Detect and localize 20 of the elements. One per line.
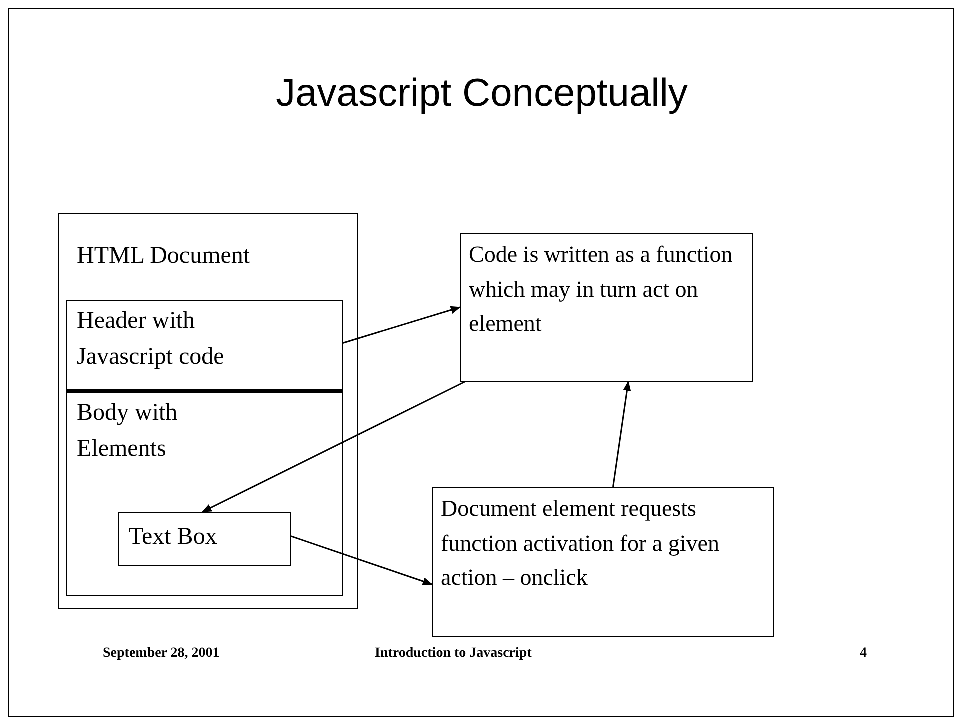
- arrow: [612, 381, 632, 488]
- node-text: HTML Document: [77, 242, 252, 271]
- text-box: [58, 213, 358, 609]
- footer-text: Introduction to Javascript: [375, 646, 532, 662]
- footer-text: 4: [860, 646, 867, 662]
- arrow: [290, 536, 433, 586]
- text-box: [460, 233, 753, 382]
- footer-text: September 28, 2001: [103, 646, 220, 662]
- node-text: Text Box: [129, 523, 218, 552]
- text-box: [432, 487, 774, 637]
- text-box: [118, 512, 291, 566]
- arrow: [342, 306, 461, 344]
- text-box: [66, 392, 343, 596]
- text-box: [66, 300, 343, 392]
- node-text: Header with Javascript code: [77, 307, 226, 372]
- slide-title: Javascript Conceptually: [275, 72, 689, 116]
- node-text: Body with Elements: [77, 399, 179, 464]
- arrow: [202, 381, 466, 513]
- node-text: Document element requests function activation for a given action – onclick: [441, 495, 720, 592]
- node-text: Code is written as a function which may in turn act on element: [469, 241, 734, 338]
